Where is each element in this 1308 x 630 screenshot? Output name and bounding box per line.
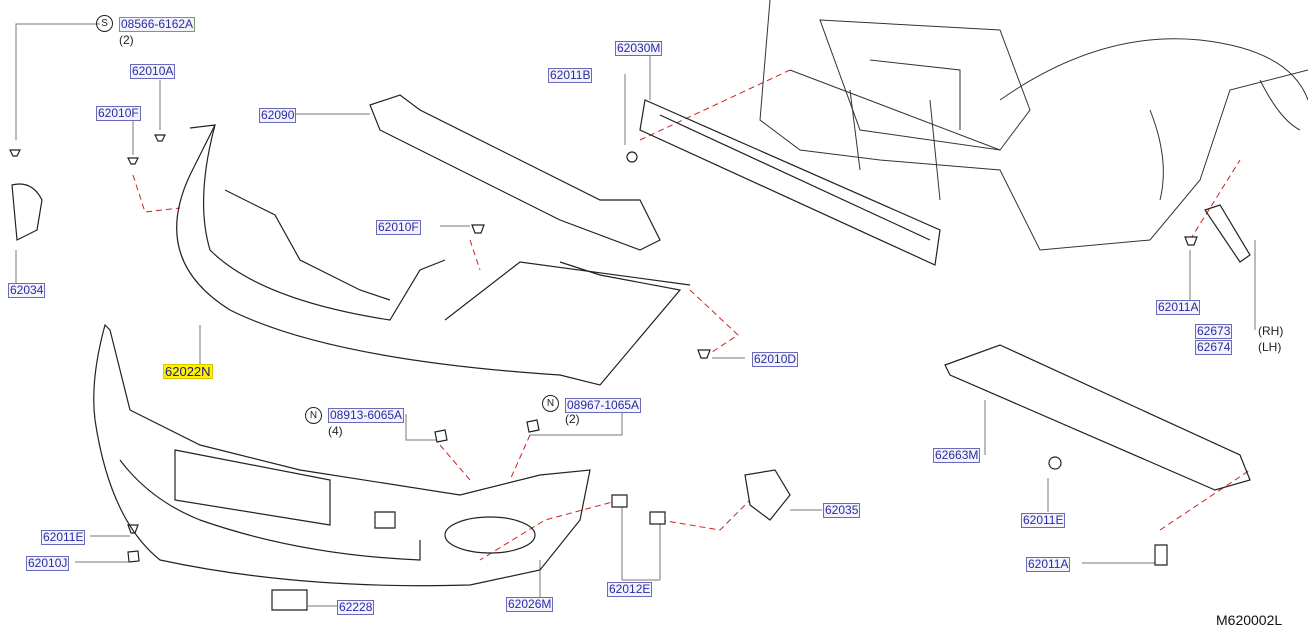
part-label-62022N-highlighted[interactable]: 62022N bbox=[163, 364, 213, 379]
part-label-62010F[interactable]: 62010F bbox=[376, 220, 421, 235]
part-label-62011B[interactable]: 62011B bbox=[548, 68, 593, 83]
side-rh: (RH) bbox=[1258, 324, 1284, 338]
part-label-62010J[interactable]: 62010J bbox=[26, 556, 70, 571]
leader-lines bbox=[15, 23, 1256, 607]
part-label-62228[interactable]: 62228 bbox=[337, 600, 375, 615]
part-label-62673[interactable]: 62673 bbox=[1195, 324, 1233, 339]
part-label-62034[interactable]: 62034 bbox=[8, 283, 46, 298]
part-label-62011E[interactable]: 62011E bbox=[41, 530, 86, 545]
quantity: (2) bbox=[565, 412, 580, 426]
part-label-62674[interactable]: 62674 bbox=[1195, 340, 1233, 355]
part-label-08566-6162A[interactable]: 08566-6162A bbox=[119, 17, 196, 32]
diagram-id: M620002L bbox=[1216, 612, 1283, 628]
standard-part-marker: N bbox=[542, 395, 559, 412]
standard-part-marker: N bbox=[305, 407, 322, 424]
part-label-62011E[interactable]: 62011E bbox=[1021, 513, 1066, 528]
part-label-62026M[interactable]: 62026M bbox=[506, 597, 554, 612]
part-label-62011A[interactable]: 62011A bbox=[1156, 300, 1201, 315]
part-label-62663M[interactable]: 62663M bbox=[933, 448, 981, 463]
standard-part-marker: S bbox=[96, 15, 113, 32]
part-label-62010D[interactable]: 62010D bbox=[752, 352, 799, 367]
part-label-62030M[interactable]: 62030M bbox=[615, 41, 663, 56]
dashed-leaders bbox=[132, 69, 1251, 561]
part-label-62090[interactable]: 62090 bbox=[259, 108, 297, 123]
part-label-62011A[interactable]: 62011A bbox=[1026, 557, 1071, 572]
part-label-08913-6065A[interactable]: 08913-6065A bbox=[328, 408, 405, 423]
quantity: (4) bbox=[328, 424, 343, 438]
part-label-62035[interactable]: 62035 bbox=[823, 503, 861, 518]
part-label-62010A[interactable]: 62010A bbox=[130, 64, 176, 79]
quantity: (2) bbox=[119, 33, 134, 47]
part-label-62012E[interactable]: 62012E bbox=[607, 582, 653, 597]
side-lh: (LH) bbox=[1258, 340, 1282, 354]
part-label-08967-1065A[interactable]: 08967-1065A bbox=[565, 398, 642, 413]
part-label-62010F[interactable]: 62010F bbox=[96, 106, 141, 121]
